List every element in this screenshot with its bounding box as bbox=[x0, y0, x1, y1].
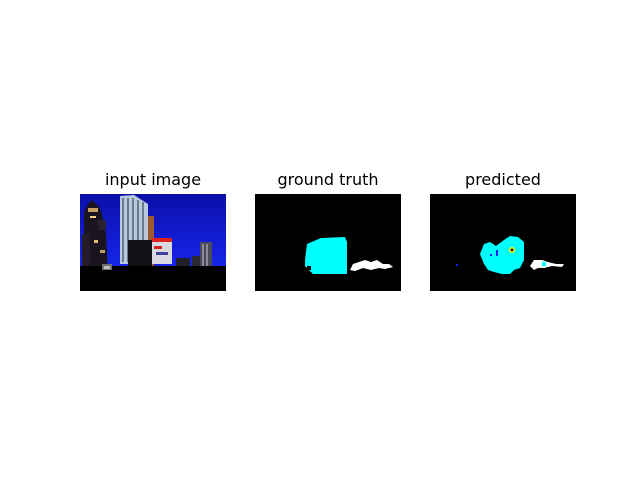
ground-truth-mask bbox=[255, 194, 401, 291]
panel-title-input-image: input image bbox=[104, 170, 202, 189]
pred-cyan-region bbox=[480, 236, 524, 274]
city-skyline-image bbox=[80, 194, 226, 291]
ground-truth-panel bbox=[255, 194, 401, 291]
input-image-panel bbox=[80, 194, 226, 291]
gt-cyan-region bbox=[305, 237, 347, 274]
panel-title-predicted: predicted bbox=[465, 170, 541, 189]
pred-blue-spot bbox=[496, 250, 498, 256]
predicted-panel bbox=[430, 194, 576, 291]
panel-title-ground-truth: ground truth bbox=[277, 170, 379, 189]
predicted-mask bbox=[430, 194, 576, 291]
gt-white-region bbox=[350, 260, 393, 271]
pred-white-region bbox=[530, 260, 564, 270]
